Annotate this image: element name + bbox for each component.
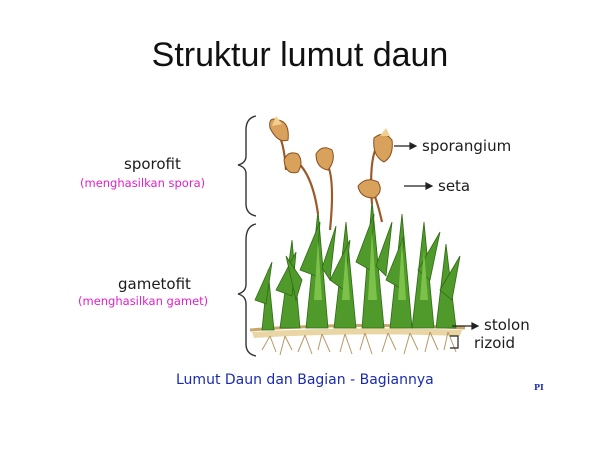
gametofit-bracket bbox=[237, 223, 257, 357]
leaf-highlights bbox=[314, 230, 428, 300]
sporofit-bracket bbox=[237, 115, 257, 217]
sporangium-label: sporangium bbox=[422, 137, 512, 155]
capsule-caps bbox=[272, 116, 390, 136]
gametofit-label: gametofit bbox=[118, 275, 191, 293]
pointer-arrows bbox=[394, 142, 480, 349]
slide-title: Struktur lumut daun bbox=[151, 36, 449, 74]
rizoid-label: rizoid bbox=[474, 334, 516, 352]
soil-fill bbox=[252, 328, 462, 338]
corner-mark: PI bbox=[534, 382, 544, 392]
sporofit-description: (menghasilkan spora) bbox=[80, 176, 206, 190]
leafy-gametophyte bbox=[254, 199, 461, 331]
rhizoids bbox=[261, 331, 457, 356]
figure-caption: Lumut Daun dan Bagian - Bagiannya bbox=[176, 372, 434, 388]
sporofit-label: sporofit bbox=[124, 155, 181, 173]
seta-label: seta bbox=[438, 177, 471, 195]
stolon-label: stolon bbox=[484, 316, 530, 334]
gametofit-description: (menghasilkan gamet) bbox=[78, 294, 209, 308]
